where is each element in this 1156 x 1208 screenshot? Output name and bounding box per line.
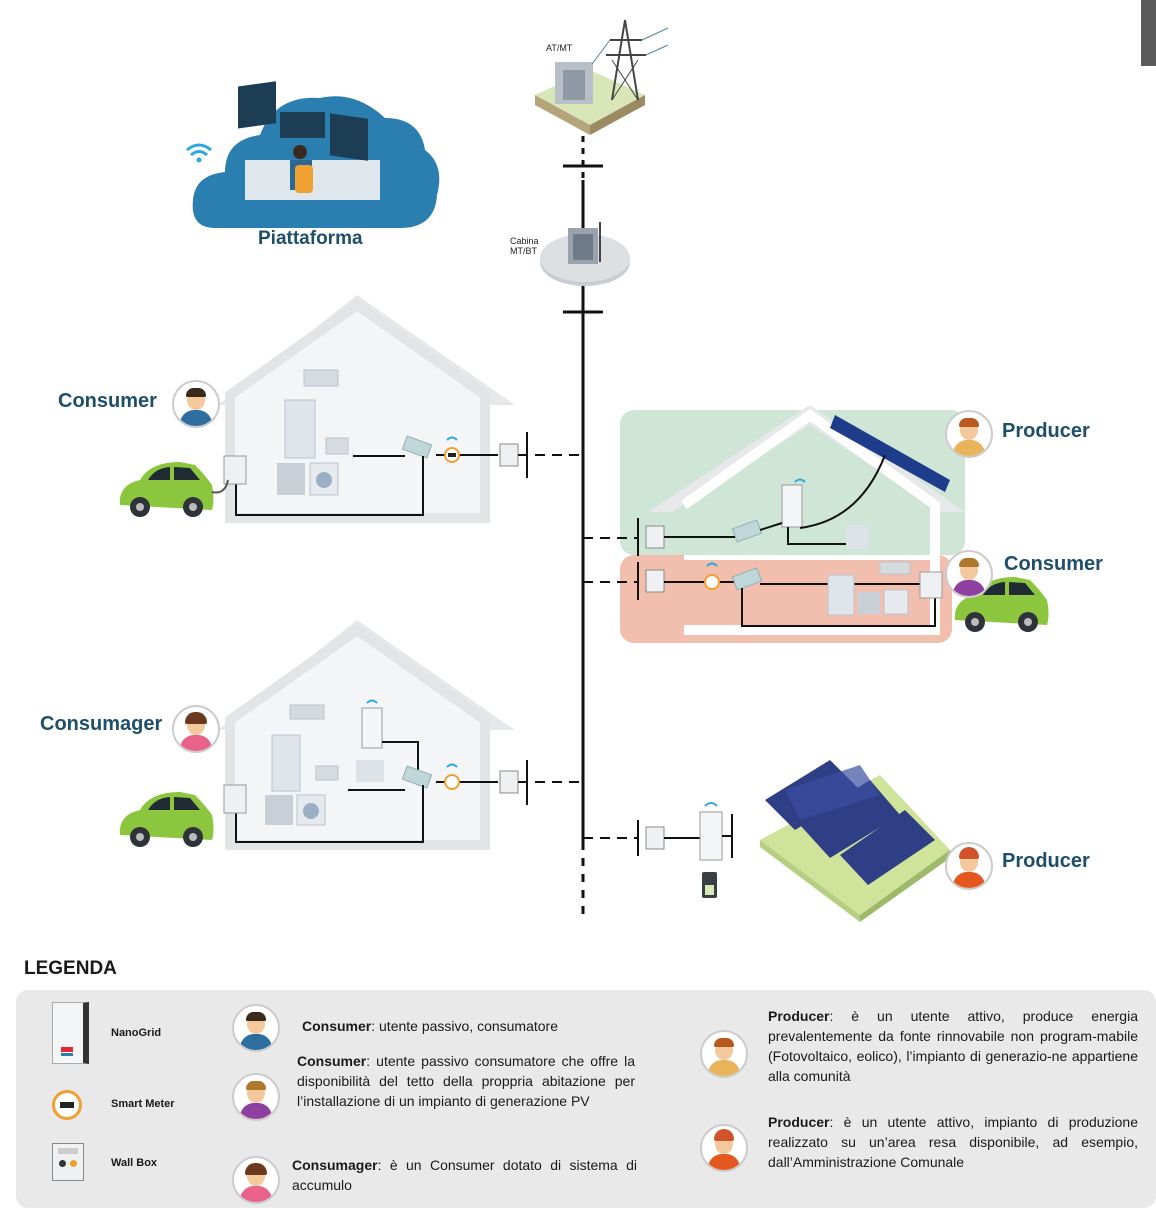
legend-item-producer-roof: Producer: è un utente attivo, produce en… <box>768 1008 1138 1084</box>
nanogrid-icon <box>52 1002 89 1064</box>
avatar <box>172 705 220 753</box>
cloud-platform-icon <box>192 81 440 228</box>
avatar <box>172 380 220 428</box>
legend-item-consumer: Consumer: utente passivo, consumatore <box>302 1018 559 1034</box>
smart-meter-label: Smart Meter <box>111 1098 175 1110</box>
consumager-label: Consumager <box>40 713 163 735</box>
avatar <box>700 1124 748 1172</box>
wall-box-label: Wall Box <box>111 1157 158 1169</box>
legend-title: LEGENDA <box>24 958 117 979</box>
wifi-icon <box>186 143 212 163</box>
producer-label-field: Producer <box>1002 850 1090 872</box>
wall-box-icon <box>52 1143 84 1181</box>
avatar <box>232 1073 280 1121</box>
smart-meter-icon <box>52 1090 82 1120</box>
electric-car-icon <box>119 792 214 847</box>
cabina-sub-label: MT/BT <box>510 246 537 256</box>
cabina-label: Cabina <box>510 236 539 246</box>
at-mt-label: AT/MT <box>546 43 573 53</box>
house-consumager <box>218 620 583 850</box>
transmission-tower-icon <box>535 19 669 135</box>
avatar <box>945 410 993 458</box>
house-consumer <box>218 295 583 523</box>
house-producer-consumer <box>583 405 965 643</box>
avatar <box>232 1004 280 1052</box>
legend-item-consumer-pv: Consumer: utente passivo consumatore che… <box>297 1053 635 1109</box>
energy-community-diagram <box>119 19 1049 922</box>
electric-car-icon <box>954 577 1049 632</box>
consumer-label-roof: Consumer <box>1004 553 1103 575</box>
substation-icon <box>540 222 630 286</box>
piattaforma-label: Piattaforma <box>258 228 363 249</box>
legend-item-producer-field: Producer: è un utente attivo, impianto d… <box>768 1114 1138 1170</box>
solar-field <box>583 760 950 922</box>
legend-box <box>16 990 1156 1208</box>
legend-item-consumager: Consumager: è un Consumer dotato di sist… <box>292 1157 637 1193</box>
avatar <box>700 1030 748 1078</box>
avatar <box>945 842 993 890</box>
avatar <box>945 550 993 598</box>
producer-label-roof: Producer <box>1002 420 1090 442</box>
avatar <box>232 1156 280 1204</box>
electric-car-icon <box>119 462 229 517</box>
nanogrid-label: NanoGrid <box>111 1027 162 1039</box>
consumer-label-top: Consumer <box>58 390 157 412</box>
corner-bar <box>1141 0 1156 66</box>
